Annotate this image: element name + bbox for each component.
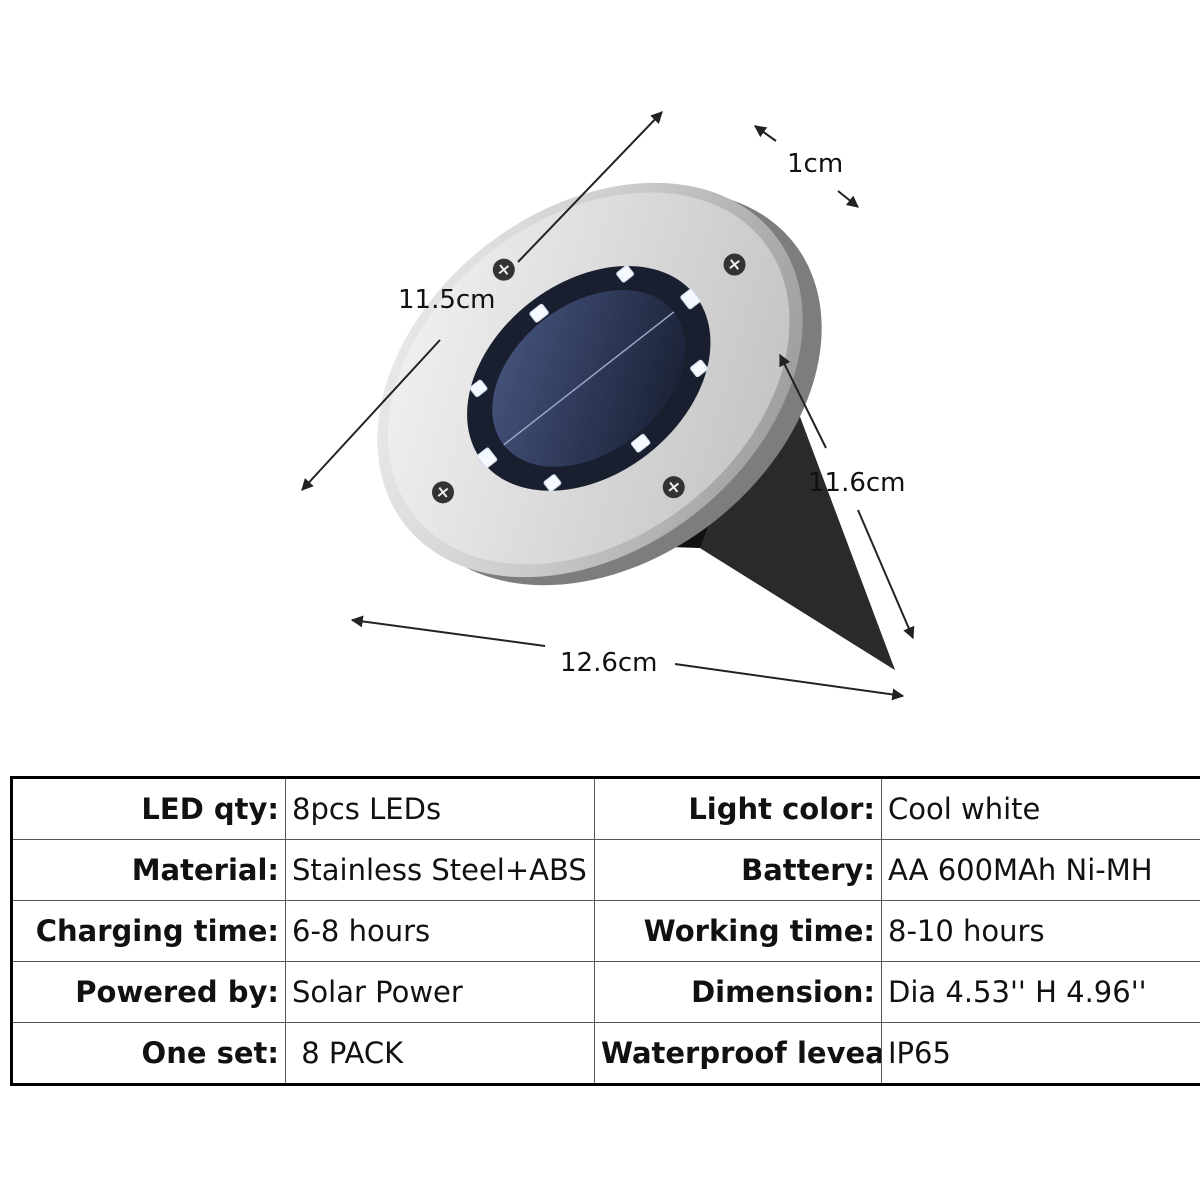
spec-label: Charging time:	[11, 900, 286, 962]
table-row: LED qty: 8pcs LEDs Light color: Cool whi…	[11, 777, 1200, 840]
dimension-height-label: 11.6cm	[808, 468, 906, 498]
dimension-diameter-label: 11.5cm	[398, 285, 496, 315]
spec-label: Waterproof leveal:	[594, 1022, 882, 1085]
spec-label: Working time:	[594, 900, 882, 962]
table-row: Material: Stainless Steel+ABS Battery: A…	[11, 839, 1200, 901]
spec-label: Material:	[11, 839, 286, 901]
spec-label: Light color:	[594, 777, 882, 840]
table-row: One set: 8 PACK Waterproof leveal: IP65	[11, 1022, 1200, 1085]
spec-label: One set:	[11, 1022, 286, 1085]
dimension-lines	[301, 111, 915, 701]
spec-value: Cool white	[881, 777, 1200, 840]
spec-value: Dia 4.53'' H 4.96''	[881, 961, 1200, 1023]
dimension-thickness-label: 1cm	[787, 149, 843, 179]
spec-label: LED qty:	[11, 777, 286, 840]
table-row: Charging time: 6-8 hours Working time: 8…	[11, 900, 1200, 962]
spec-label: Powered by:	[11, 961, 286, 1023]
spec-value: 6-8 hours	[285, 900, 595, 962]
spec-value: IP65	[881, 1022, 1200, 1085]
spec-label: Battery:	[594, 839, 882, 901]
solar-light-disc	[377, 182, 822, 586]
dimension-width-label: 12.6cm	[560, 648, 658, 678]
spec-value: AA 600MAh Ni-MH	[881, 839, 1200, 901]
spec-table: LED qty: 8pcs LEDs Light color: Cool whi…	[10, 776, 1200, 1086]
spec-value: Stainless Steel+ABS	[285, 839, 595, 901]
spec-label: Dimension:	[594, 961, 882, 1023]
spec-value: Solar Power	[285, 961, 595, 1023]
led-lights	[469, 265, 708, 492]
spec-value: 8 PACK	[285, 1022, 595, 1085]
table-row: Powered by: Solar Power Dimension: Dia 4…	[11, 961, 1200, 1023]
spec-value: 8pcs LEDs	[285, 777, 595, 840]
spec-value: 8-10 hours	[881, 900, 1200, 962]
product-illustration: 1cm 11.5cm 11.6cm 12.6cm	[301, 111, 915, 701]
